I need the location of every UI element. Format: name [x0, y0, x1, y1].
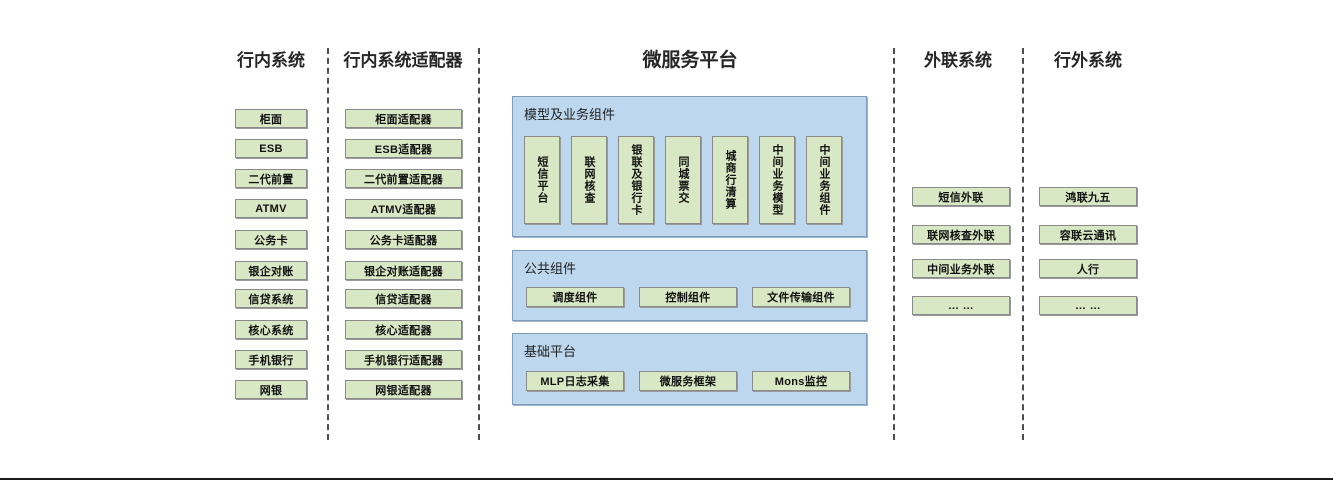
separator-internal-adapter	[327, 48, 329, 440]
node-public-component[interactable]: 调度组件	[526, 287, 624, 307]
node-internal-system[interactable]: 核心系统	[235, 320, 307, 339]
panel-label-base-platform: 基础平台	[524, 344, 577, 359]
column-title-internal-adapters: 行内系统适配器	[343, 51, 463, 70]
node-internal-system[interactable]: 银企对账	[235, 261, 307, 280]
node-internal-adapter[interactable]: 手机银行适配器	[345, 350, 462, 369]
node-external-link-system[interactable]: … …	[912, 296, 1010, 315]
panel-public-components	[512, 250, 867, 321]
column-title-internal-systems: 行内系统	[237, 51, 305, 70]
node-model-component[interactable]: 中间业务组件	[806, 136, 842, 224]
node-model-component[interactable]: 银联及银行卡	[618, 136, 654, 224]
node-internal-adapter[interactable]: 银企对账适配器	[345, 261, 462, 280]
node-outside-bank-system[interactable]: 鸿联九五	[1039, 187, 1137, 206]
column-title-outside-bank-systems: 行外系统	[1054, 51, 1122, 70]
node-internal-system[interactable]: 网银	[235, 380, 307, 399]
node-model-component[interactable]: 同城票交	[665, 136, 701, 224]
node-internal-system[interactable]: 信贷系统	[235, 289, 307, 308]
node-external-link-system[interactable]: 短信外联	[912, 187, 1010, 206]
node-public-component[interactable]: 文件传输组件	[752, 287, 850, 307]
node-internal-system[interactable]: ESB	[235, 139, 307, 158]
page-bottom-rule	[0, 478, 1333, 480]
node-internal-adapter[interactable]: 公务卡适配器	[345, 230, 462, 249]
node-model-component[interactable]: 短信平台	[524, 136, 560, 224]
node-outside-bank-system[interactable]: 人行	[1039, 259, 1137, 278]
separator-platform-external	[893, 48, 895, 440]
separator-external-outside	[1022, 48, 1024, 440]
node-base-platform-component[interactable]: 微服务框架	[639, 371, 737, 391]
node-external-link-system[interactable]: 中间业务外联	[912, 259, 1010, 278]
node-model-component[interactable]: 联网核查	[571, 136, 607, 224]
node-outside-bank-system[interactable]: 容联云通讯	[1039, 225, 1137, 244]
node-internal-adapter[interactable]: ATMV适配器	[345, 199, 462, 218]
node-internal-adapter[interactable]: 信贷适配器	[345, 289, 462, 308]
panel-label-public-components: 公共组件	[524, 261, 577, 276]
node-outside-bank-system[interactable]: … …	[1039, 296, 1137, 315]
node-internal-adapter[interactable]: ESB适配器	[345, 139, 462, 158]
node-internal-adapter[interactable]: 网银适配器	[345, 380, 462, 399]
node-internal-system[interactable]: 二代前置	[235, 169, 307, 188]
node-internal-system[interactable]: 柜面	[235, 109, 307, 128]
node-internal-system[interactable]: ATMV	[235, 199, 307, 218]
panel-label-model-business-components: 模型及业务组件	[524, 107, 616, 122]
node-internal-system[interactable]: 手机银行	[235, 350, 307, 369]
panel-base-platform	[512, 333, 867, 405]
column-title-external-link-systems: 外联系统	[924, 51, 992, 70]
node-public-component[interactable]: 控制组件	[639, 287, 737, 307]
node-internal-adapter[interactable]: 二代前置适配器	[345, 169, 462, 188]
node-base-platform-component[interactable]: MLP日志采集	[526, 371, 624, 391]
node-base-platform-component[interactable]: Mons监控	[752, 371, 850, 391]
separator-adapter-platform	[478, 48, 480, 440]
node-model-component[interactable]: 中间业务模型	[759, 136, 795, 224]
column-title-microservice-platform: 微服务平台	[642, 50, 738, 71]
node-external-link-system[interactable]: 联网核查外联	[912, 225, 1010, 244]
node-internal-system[interactable]: 公务卡	[235, 230, 307, 249]
node-internal-adapter[interactable]: 柜面适配器	[345, 109, 462, 128]
node-model-component[interactable]: 城商行清算	[712, 136, 748, 224]
node-internal-adapter[interactable]: 核心适配器	[345, 320, 462, 339]
